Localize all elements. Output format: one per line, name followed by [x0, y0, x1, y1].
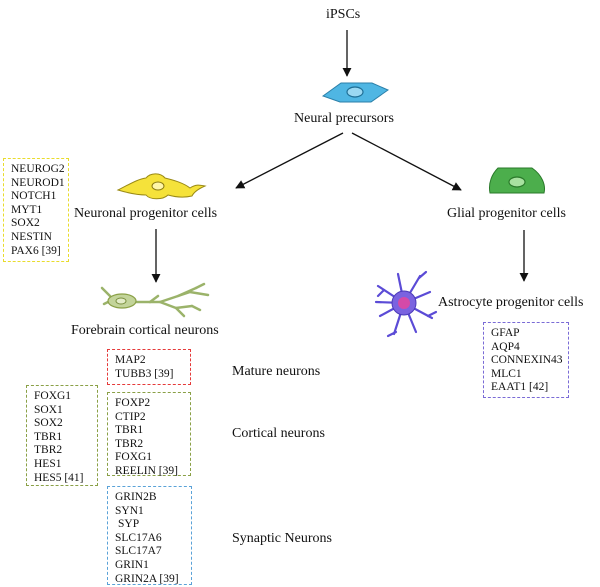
label-mature-neurons: Mature neurons	[232, 364, 321, 379]
marker-item: REELIN [39]	[115, 464, 178, 477]
marker-item: TBR1	[34, 430, 63, 443]
arrow-precursors-to-glial	[351, 132, 462, 191]
marker-item: SYP	[118, 518, 140, 531]
marker-item: TBR1	[115, 424, 144, 437]
marker-box-mature-neurons: MAP2 TUBB3 [39]	[107, 349, 191, 385]
label-cortical-neurons: Cortical neurons	[232, 426, 325, 441]
marker-item: MLC1	[491, 367, 522, 380]
neuronal-progenitor-cell-icon	[116, 173, 207, 200]
marker-item: PAX6 [39]	[11, 244, 61, 257]
marker-item: MYT1	[11, 203, 43, 216]
marker-item: FOXP2	[115, 397, 151, 409]
marker-item: AQP4	[491, 340, 520, 353]
marker-item: HES1	[34, 457, 62, 470]
arrow-precursors-to-neuronal	[235, 132, 344, 189]
marker-item: GRIN2B	[115, 491, 157, 503]
glial-progenitor-cell-icon	[489, 167, 545, 194]
marker-item: FOXG1	[115, 451, 153, 464]
marker-item: GRIN2A [39]	[115, 572, 179, 585]
astrocyte-cell-icon	[374, 270, 438, 338]
marker-item: NESTIN	[11, 230, 52, 243]
marker-item: SLC17A6	[115, 531, 162, 544]
marker-box-cortical-neurons: FOXP2 CTIP2 TBR1 TBR2 FOXG1 REELIN [39]	[107, 392, 191, 477]
label-synaptic-neurons: Synaptic Neurons	[232, 531, 332, 546]
neural-precursor-cell-icon	[321, 82, 390, 103]
marker-item: CONNEXIN43	[491, 354, 563, 367]
marker-item: GFAP	[491, 327, 520, 339]
label-forebrain-cortical-neurons: Forebrain cortical neurons	[71, 323, 219, 338]
marker-item: TBR2	[115, 437, 144, 450]
marker-item: MAP2	[115, 354, 146, 366]
label-ipscs: iPSCs	[326, 7, 361, 22]
marker-item: SOX2	[34, 417, 63, 430]
marker-item: SOX2	[11, 217, 40, 230]
marker-box-forebrain: FOXG1 SOX1 SOX2 TBR1 TBR2 HES1 HES5 [41]	[26, 385, 98, 486]
label-astrocyte-progenitor-cells: Astrocyte progenitor cells	[438, 295, 584, 310]
marker-item: NEUROD1	[11, 176, 65, 189]
marker-item: GRIN1	[115, 558, 149, 571]
marker-item: TUBB3 [39]	[115, 367, 174, 380]
marker-item: SOX1	[34, 403, 63, 416]
marker-item: FOXG1	[34, 390, 72, 402]
marker-item: SYN1	[115, 504, 144, 517]
marker-box-synaptic-neurons: GRIN2B SYN1 SYP SLC17A6 SLC17A7 GRIN1 GR…	[107, 486, 192, 585]
marker-item: NEUROG2	[11, 163, 65, 175]
marker-item: NOTCH1	[11, 190, 57, 203]
marker-box-neuronal-progenitor: NEUROG2 NEUROD1 NOTCH1 MYT1 SOX2 NESTIN …	[3, 158, 69, 262]
label-glial-progenitor-cells: Glial progenitor cells	[447, 206, 566, 221]
marker-item: EAAT1 [42]	[491, 381, 549, 394]
label-neural-precursors: Neural precursors	[294, 111, 394, 126]
marker-box-astrocyte: GFAP AQP4 CONNEXIN43 MLC1 EAAT1 [42]	[483, 322, 569, 398]
marker-item: TBR2	[34, 444, 63, 457]
cortical-neuron-icon	[100, 282, 210, 318]
marker-item: HES5 [41]	[34, 471, 84, 484]
label-neuronal-progenitor-cells: Neuronal progenitor cells	[74, 206, 218, 221]
marker-item: SLC17A7	[115, 545, 162, 558]
marker-item: CTIP2	[115, 410, 146, 423]
